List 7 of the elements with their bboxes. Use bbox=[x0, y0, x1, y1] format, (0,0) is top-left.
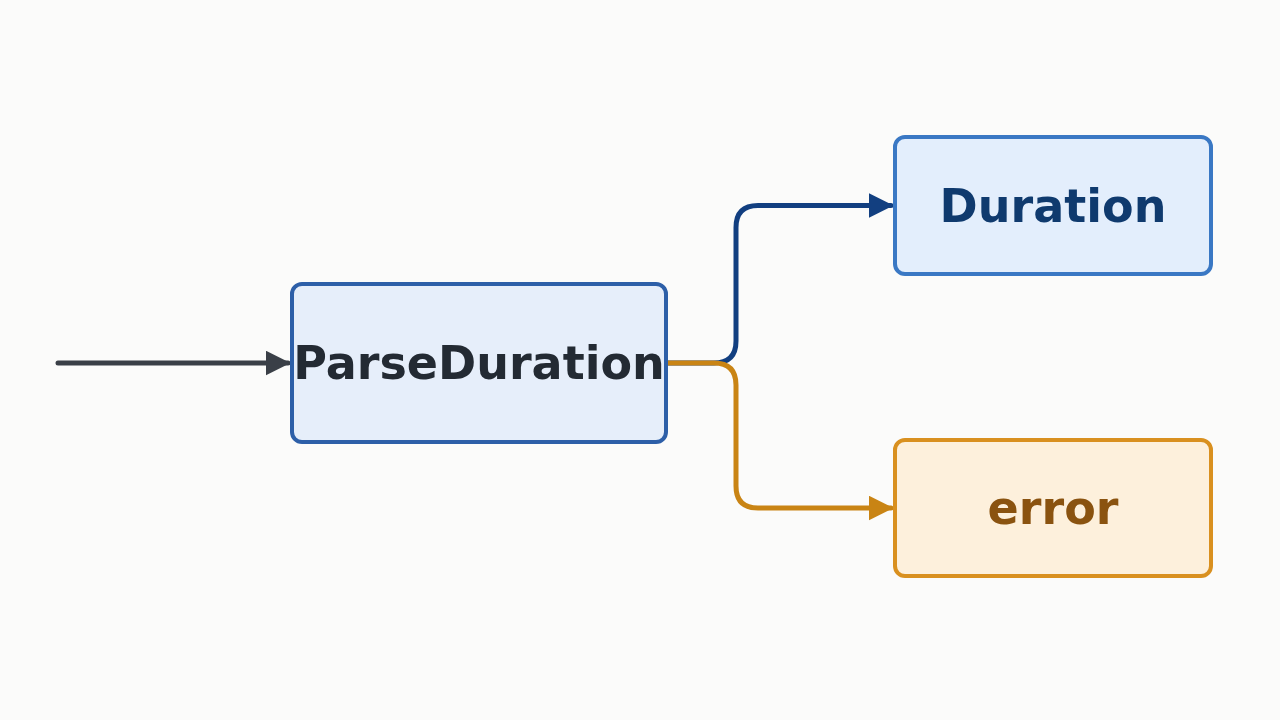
node-label: ParseDuration bbox=[293, 336, 665, 390]
node-label: Duration bbox=[939, 178, 1167, 233]
process-box bbox=[893, 135, 1213, 276]
process-box bbox=[290, 282, 668, 444]
node-label: error bbox=[987, 481, 1119, 535]
arrow bbox=[55, 350, 291, 376]
process-box bbox=[893, 438, 1213, 578]
